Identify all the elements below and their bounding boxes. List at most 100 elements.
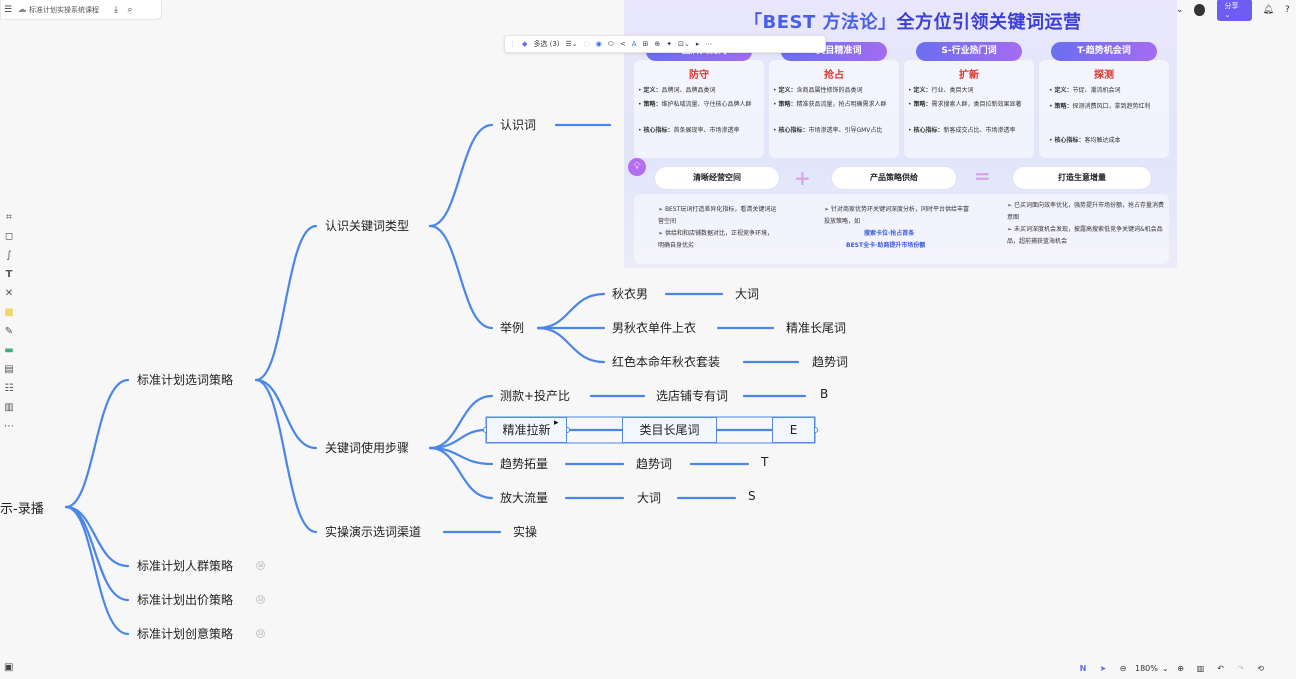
card-head-t: T-趋势机会词 [1051, 42, 1157, 61]
note-3: ➢ 已买词面向效率优化，强势提升市场份额，抢占存量消费意图➢ 未买词深度机会发现… [1007, 202, 1164, 245]
collapse-count-badge[interactable]: 36 [256, 561, 265, 570]
share-button[interactable]: 分享 ⌄ [1216, 0, 1252, 21]
card-t-line: • 定义：节促、潮流机会词 [1049, 87, 1121, 94]
more-icon[interactable]: ⌄ [1175, 5, 1184, 15]
card-sub-s: 扩新 [959, 70, 979, 81]
panel-title: 「BEST 方法论」全方位引领关键词运营 [744, 12, 1082, 33]
more-icon[interactable]: ⋯ [705, 40, 713, 48]
document-title[interactable]: 标准计划实操系统课程 [29, 5, 99, 14]
card-s [904, 60, 1034, 158]
frame-icon[interactable]: ⌗ [6, 212, 12, 223]
node-step-code-selected[interactable]: E [772, 417, 815, 443]
node-step-keyword[interactable]: 大词 [637, 491, 662, 505]
root-node[interactable]: 示-录播 [0, 502, 44, 517]
multi-select-dropdown[interactable]: 多选 (3) [533, 40, 560, 48]
template-icon[interactable]: ▥ [4, 402, 14, 413]
border-color-icon[interactable]: ◉ [595, 40, 602, 48]
help-icon[interactable]: ? [1284, 5, 1290, 15]
node-step-keyword[interactable]: 趋势词 [636, 457, 673, 471]
node-select-strategy[interactable]: 标准计划选词策略 [137, 373, 234, 387]
node-example-type[interactable]: 趋势词 [812, 355, 849, 369]
node-step-keyword-selected[interactable]: 类目长尾词 [622, 417, 717, 443]
line-icon[interactable]: ▬ [4, 345, 14, 356]
embed-icon[interactable]: ▸ [695, 40, 700, 48]
node-step-keyword[interactable]: 选店铺专有词 [656, 389, 729, 403]
node-step-code[interactable]: T [761, 455, 769, 469]
redo-icon[interactable]: ↷ [1237, 664, 1244, 673]
minimap-icon[interactable]: ▣ [4, 662, 14, 673]
avatar[interactable] [1194, 4, 1205, 16]
card-e-line: • 策略：精准获品流量，抢占明确需求人群 [773, 101, 887, 108]
style-icon[interactable]: ✦ [666, 40, 673, 48]
node-audience-strategy[interactable]: 标准计划人群策略 [137, 559, 234, 573]
connector-icon[interactable]: ✕ [4, 288, 14, 299]
drag-handle-icon[interactable]: ⋮ [509, 40, 516, 48]
download-icon[interactable]: ⤓ [114, 4, 118, 15]
node-example-word[interactable]: 红色本命年秋衣套装 [612, 355, 721, 369]
link-l1-l2-2 [254, 378, 318, 450]
frame-icon[interactable]: ⊞ [642, 40, 649, 48]
connector-icon[interactable]: < [619, 40, 626, 48]
node-practice[interactable]: 实操 [513, 525, 538, 539]
zoom-in-icon[interactable]: ⊕ [1177, 664, 1184, 673]
node-example-type[interactable]: 大词 [735, 287, 760, 301]
brush-icon[interactable]: ✎ [4, 326, 14, 337]
zoom-level[interactable]: 180% [1135, 664, 1158, 673]
node-step[interactable]: 趋势拓量 [500, 457, 549, 471]
menu-icon[interactable]: ☰ [3, 4, 13, 15]
node-keyword-steps[interactable]: 关键词使用步骤 [325, 441, 410, 455]
history-icon[interactable]: ⟲ [1257, 664, 1264, 673]
pen-icon[interactable]: ∫ [6, 250, 12, 261]
card-icon[interactable]: ▤ [4, 364, 14, 375]
node-recognize-words[interactable]: 认识词 [500, 118, 537, 132]
link-l1-l2-3 [254, 378, 318, 534]
node-bid-strategy[interactable]: 标准计划出价策略 [137, 593, 234, 607]
node-example-word[interactable]: 男秋衣单件上衣 [612, 321, 697, 335]
table-icon[interactable]: ☷ [4, 383, 14, 394]
ai-icon[interactable]: N [1079, 664, 1087, 673]
fill-icon[interactable]: ◌ [583, 40, 590, 48]
card-t [1039, 60, 1169, 158]
collapse-count-badge[interactable]: 22 [256, 629, 265, 638]
more-icon[interactable]: ⋯ [4, 421, 14, 432]
add-icon[interactable]: ⊕ [654, 40, 661, 48]
search-icon[interactable]: ⌕ [127, 4, 133, 15]
node-keyword-types[interactable]: 认识关键词类型 [325, 219, 410, 233]
node-practice-channel[interactable]: 实操演示选词渠道 [325, 525, 422, 539]
cursor-icon[interactable]: ➤ [1099, 664, 1107, 673]
equals-sign: = [974, 164, 991, 188]
pill-business-growth: 打造生意增量 [1012, 166, 1152, 190]
node-step-code[interactable]: S [748, 489, 756, 503]
bell-icon[interactable]: 🔔︎ [1262, 5, 1274, 15]
book-icon[interactable]: ▥ [1196, 664, 1205, 673]
shape-icon[interactable]: ◻ [4, 231, 14, 242]
align-icon[interactable]: ☰⌄ [565, 40, 578, 48]
node-example-word[interactable]: 秋衣男 [612, 287, 649, 301]
node-step-selected[interactable]: 精准拉新 [486, 417, 567, 443]
card-b-line: • 定义：品牌词、品牌品类词 [638, 87, 716, 94]
text-icon[interactable]: T [5, 269, 13, 280]
node-step[interactable]: 放大流量 [500, 491, 549, 505]
text-color-icon[interactable]: A [631, 40, 637, 48]
zoom-dropdown-icon[interactable]: ⌄ [1161, 664, 1169, 673]
node-creative-strategy[interactable]: 标准计划创意策略 [137, 627, 234, 641]
cloud-icon: ☁ [17, 4, 27, 15]
lock-icon[interactable]: ⊡⌄ [678, 40, 690, 48]
link-step-1 [428, 394, 494, 450]
card-t-line: • 核心指标：客均触达成本 [1049, 137, 1121, 144]
zoom-out-icon[interactable]: ⊖ [1119, 664, 1127, 673]
shape-icon[interactable]: ⬭ [607, 39, 614, 48]
node-step[interactable]: 测款+投产比 [500, 389, 571, 403]
bulb-icon: 💡︎ [628, 158, 646, 176]
node-example-type[interactable]: 精准长尾词 [786, 321, 847, 335]
card-head-s: S-行业热门词 [916, 42, 1022, 61]
sticky-note-icon[interactable]: ■ [4, 307, 14, 318]
link-ex-1 [536, 292, 606, 330]
node-step-code[interactable]: B [820, 387, 829, 401]
pill-product-supply: 产品策略供给 [831, 166, 957, 190]
link-l1-l2-1 [254, 224, 318, 382]
bottom-toolbar: N ➤ ⊖ 180%⌄ ⊕ ▥ ↶ ↷ ⟲ [1075, 658, 1296, 679]
collapse-count-badge[interactable]: 34 [256, 595, 265, 604]
node-examples[interactable]: 举例 [500, 321, 525, 335]
undo-icon[interactable]: ↶ [1217, 664, 1224, 673]
